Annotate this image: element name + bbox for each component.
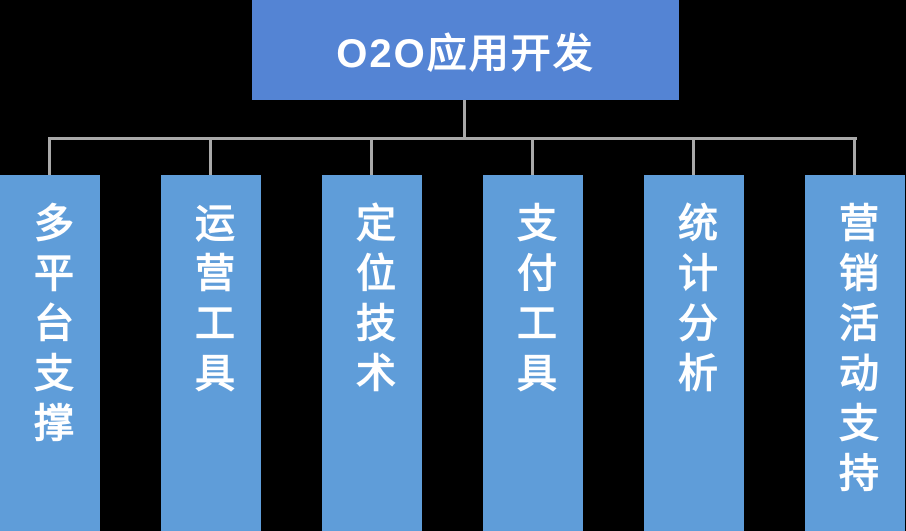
connector-root-stem <box>463 100 466 138</box>
branch-node-label: 统计分析 <box>672 202 716 402</box>
connector-stub-1 <box>48 140 51 175</box>
branch-node-statistics-analysis: 统计分析 <box>644 175 744 531</box>
branch-node-label: 定位技术 <box>350 202 394 402</box>
branch-node-multi-platform: 多平台支撑 <box>0 175 100 531</box>
connector-stub-2 <box>209 140 212 175</box>
connector-rail <box>48 137 857 140</box>
branch-node-operation-tools: 运营工具 <box>161 175 261 531</box>
branch-node-label: 运营工具 <box>189 202 233 402</box>
branch-node-marketing-support: 营销活动支持 <box>805 175 905 531</box>
branch-node-label: 多平台支撑 <box>28 202 72 452</box>
connector-stub-4 <box>531 140 534 175</box>
branch-node-label: 营销活动支持 <box>833 202 877 502</box>
branch-node-label: 支付工具 <box>511 202 555 402</box>
branch-node-positioning-tech: 定位技术 <box>322 175 422 531</box>
connector-stub-5 <box>692 140 695 175</box>
root-node: O2O应用开发 <box>252 0 679 100</box>
connector-stub-6 <box>853 140 856 175</box>
branch-node-payment-tools: 支付工具 <box>483 175 583 531</box>
connector-stub-3 <box>370 140 373 175</box>
root-node-label: O2O应用开发 <box>336 32 595 76</box>
